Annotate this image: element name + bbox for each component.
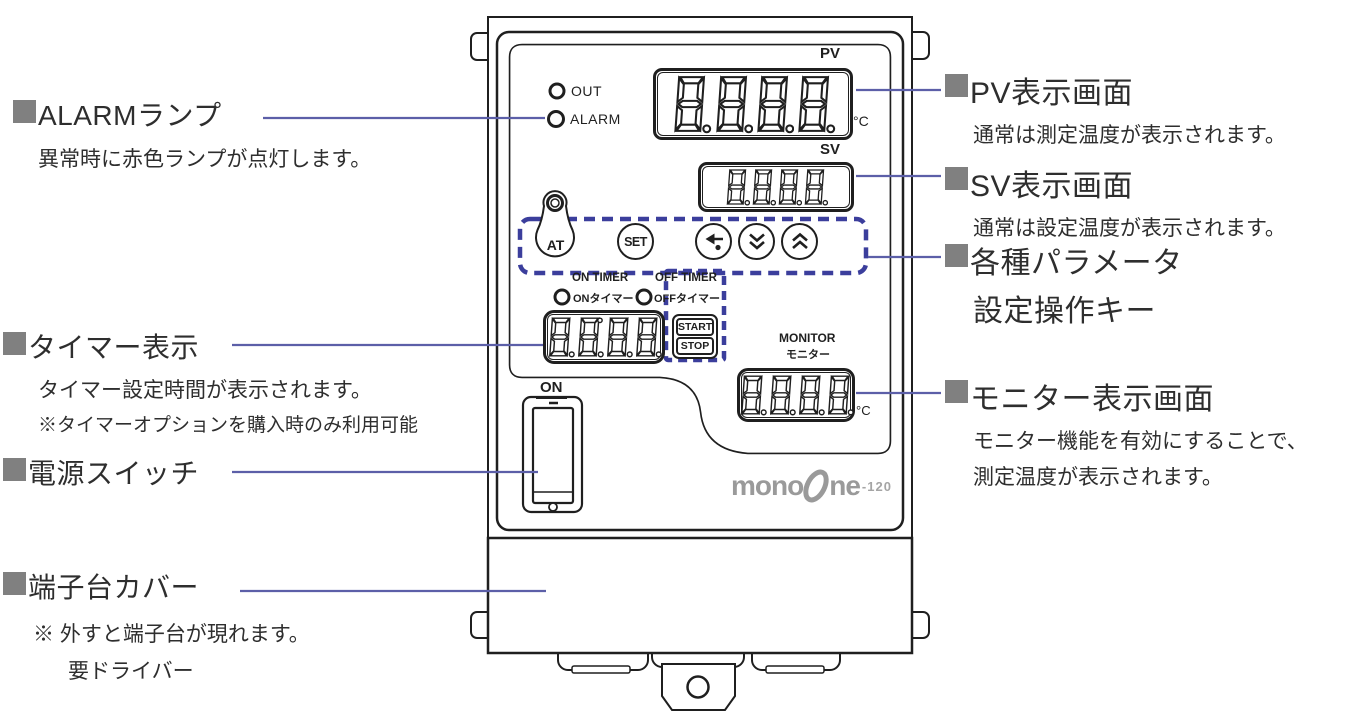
monitor-display-digits (738, 372, 854, 418)
label-terminal-heading: 端子台カバー (3, 566, 310, 606)
logo-suffix: -120 (861, 478, 892, 494)
set-button[interactable]: SET (617, 223, 654, 260)
leader-lines (232, 88, 941, 593)
seven-segment-digit (750, 168, 776, 206)
label-alarm-desc: 異常時に赤色ランプが点灯します。 (38, 148, 372, 171)
double-chevron-up-icon (791, 232, 808, 249)
heading-square (13, 100, 36, 123)
seven-segment-digit (604, 316, 633, 358)
off-timer-lamp (635, 288, 653, 306)
label-sv-heading: SV表示画面 (945, 161, 1286, 205)
label-pv-desc: 通常は測定温度が表示されます。 (973, 124, 1286, 147)
seven-segment-digit (738, 374, 767, 416)
seven-segment-digit (802, 168, 829, 206)
label-keys-heading-line2: 設定操作キー (973, 295, 1156, 328)
label-sv-desc: 通常は設定温度が表示されます。 (973, 217, 1286, 240)
seven-segment-digit (753, 74, 795, 134)
monitor-display-label-jp: モニター (786, 349, 830, 361)
shift-button[interactable] (695, 223, 732, 260)
label-monitor-desc2: 測定温度が表示されます。 (973, 466, 1223, 489)
seven-segment-digit (575, 316, 604, 358)
sv-display (698, 162, 854, 212)
label-power-heading: 電源スイッチ (3, 452, 199, 492)
heading-square (945, 167, 968, 190)
logo-o-icon (803, 469, 829, 503)
stop-label: STOP (676, 337, 714, 355)
left-arrow-with-dot-icon (705, 233, 723, 250)
out-lamp-label: OUT (571, 83, 603, 99)
start-label: START (676, 318, 714, 336)
label-terminal-desc1: ※ 外すと端子台が現れます。 (33, 623, 310, 646)
start-stop-button[interactable]: START STOP (672, 314, 718, 359)
seven-segment-digit (776, 168, 803, 206)
heading-square (945, 74, 968, 97)
label-terminal-desc2: 要ドライバー (68, 660, 194, 683)
monitor-display-label-en: MONITOR (779, 331, 836, 345)
terminal-cover (486, 536, 914, 655)
on-timer-label-en: ON TIMER (572, 272, 629, 284)
label-timer-desc1: タイマー設定時間が表示されます。 (38, 379, 372, 402)
label-timer-heading: タイマー表示 (3, 326, 418, 366)
heading-square (945, 244, 968, 267)
off-timer-label-en: OFF TIMER (655, 272, 717, 284)
seven-segment-digit (724, 168, 750, 206)
seven-segment-digit (794, 74, 836, 134)
pv-display-label: PV (820, 45, 841, 62)
pv-display-unit: °C (853, 113, 869, 129)
logo-mono: mono (731, 470, 804, 501)
timer-display-digits (546, 314, 662, 360)
heading-square (945, 380, 968, 403)
heading-square (3, 458, 26, 481)
logo-ne: ne (829, 470, 861, 501)
on-timer-label-jp: ONタイマー (573, 293, 634, 305)
sv-display-label: SV (820, 141, 841, 158)
monitor-display-unit: °C (856, 403, 871, 418)
seven-segment-digit (796, 374, 825, 416)
seven-segment-digit (712, 74, 753, 134)
seven-segment-digit (633, 316, 662, 358)
double-chevron-down-icon (748, 233, 765, 250)
heading-square (3, 572, 26, 595)
monitor-display (737, 368, 855, 422)
on-timer-lamp (553, 288, 571, 306)
at-key-outline[interactable] (535, 190, 575, 258)
at-lamp-inner (550, 198, 560, 208)
alarm-lamp (547, 110, 565, 128)
out-lamp (548, 82, 566, 100)
sv-display-digits (702, 166, 850, 208)
seven-segment-digit (767, 374, 796, 416)
cable-gland-right-lip (765, 665, 825, 674)
start-stop-dashed-box (663, 268, 727, 363)
power-switch-pin (548, 502, 558, 512)
heading-square (3, 332, 26, 355)
label-pv-heading: PV表示画面 (945, 68, 1286, 112)
label-keys-heading: 各種パラメータ (945, 238, 1183, 282)
power-switch-on-label: ON (536, 379, 567, 399)
pv-display-digits (657, 72, 849, 136)
seven-segment-digit (825, 374, 854, 416)
label-timer-desc2: ※タイマーオプションを購入時のみ利用可能 (38, 415, 419, 436)
timer-display (543, 310, 665, 364)
up-button[interactable] (781, 223, 818, 260)
label-monitor-heading: モニター表示画面 (945, 374, 1308, 418)
cable-gland-left-lip (571, 665, 631, 674)
down-button[interactable] (738, 223, 775, 260)
at-button[interactable]: AT (546, 236, 565, 253)
off-timer-label-jp: OFFタイマー (654, 293, 720, 305)
alarm-lamp-label: ALARM (570, 111, 621, 127)
pv-display (653, 68, 853, 140)
label-monitor-desc1: モニター機能を有効にすることで、 (973, 430, 1308, 453)
seven-segment-digit (670, 74, 712, 134)
brand-logo: mono ne -120 (731, 466, 892, 506)
mount-bracket-hole (686, 675, 710, 699)
label-alarm-heading: ALARMランプ (13, 94, 371, 134)
keys-dashed-box (517, 216, 869, 276)
power-switch-rocker[interactable] (531, 406, 575, 505)
seven-segment-digit (546, 316, 575, 358)
